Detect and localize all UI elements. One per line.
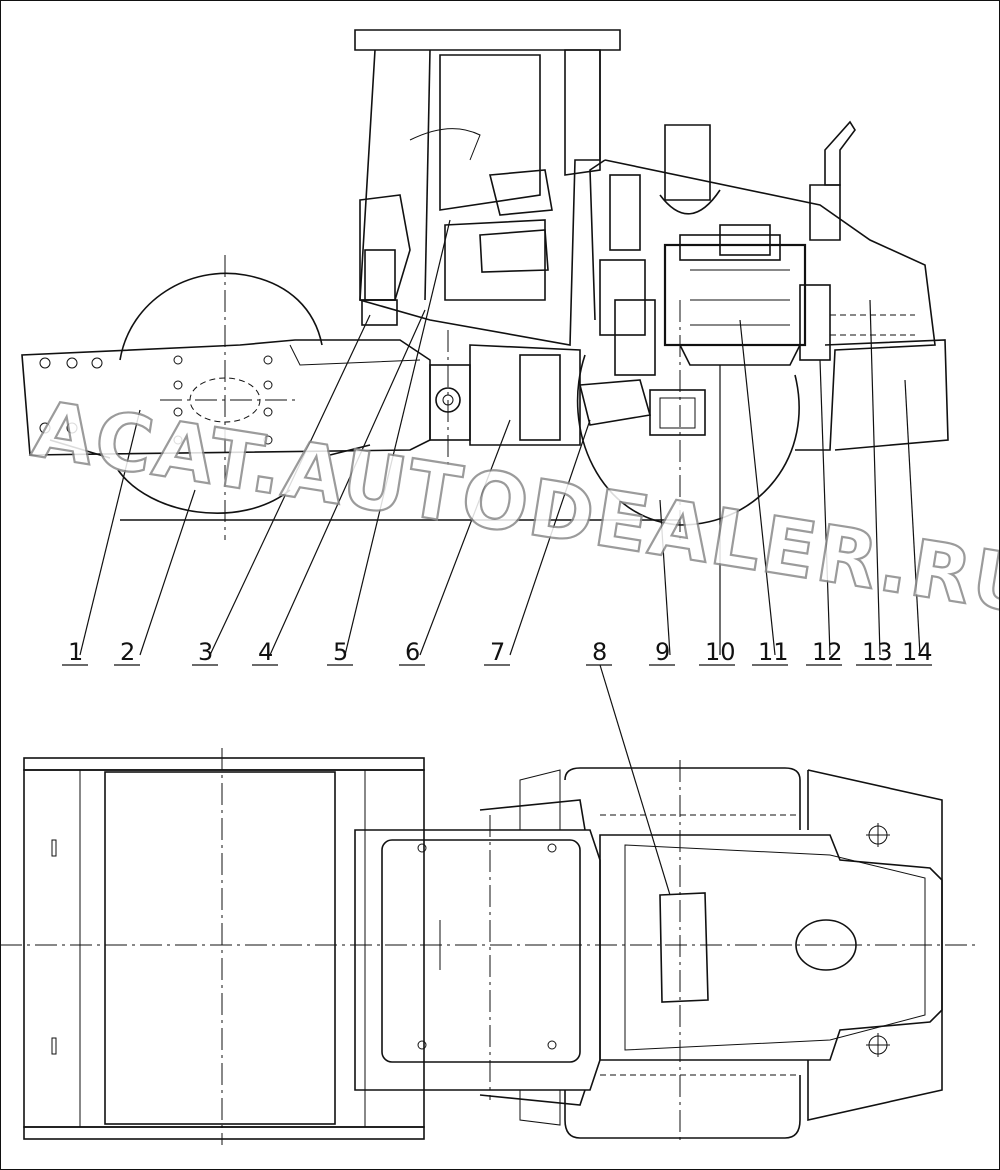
engine (599, 224, 831, 376)
side-view (21, 29, 949, 540)
callout-13: 13 (862, 638, 893, 666)
hood-plan (599, 769, 943, 1121)
callout-3: 3 (198, 638, 213, 666)
callout-12: 12 (812, 638, 843, 666)
drum-plan (23, 748, 425, 1145)
operator-cab (354, 29, 621, 346)
hydraulic-pump (578, 379, 706, 436)
callout-6: 6 (405, 638, 420, 666)
watermark: ACAT.AUTODEALER.RU (27, 385, 1000, 633)
rear-wheel (576, 300, 800, 540)
callout-5: 5 (333, 638, 348, 666)
cab-roof-plan (354, 769, 601, 1126)
top-view (0, 748, 980, 1145)
callout-leaders (79, 219, 921, 896)
engine-hood (589, 120, 949, 451)
callout-8: 8 (592, 638, 607, 666)
articulation-frame (429, 330, 581, 470)
callout-14: 14 (902, 638, 933, 666)
callout-4: 4 (258, 638, 273, 666)
callout-9: 9 (655, 638, 670, 666)
callout-11: 11 (758, 638, 789, 666)
callout-7: 7 (490, 638, 505, 666)
callout-1: 1 (68, 638, 83, 666)
callout-2: 2 (120, 638, 135, 666)
front-drum (117, 255, 323, 540)
callout-10: 10 (705, 638, 736, 666)
rear-tire-plan (564, 767, 801, 1139)
